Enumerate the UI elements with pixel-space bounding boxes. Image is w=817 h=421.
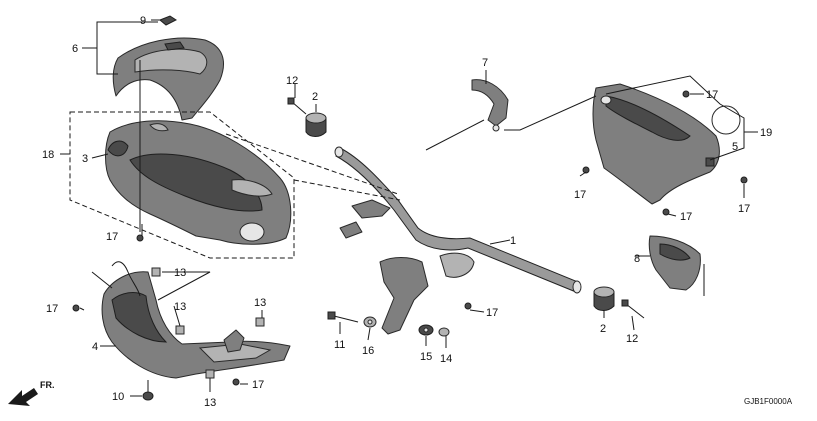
screw-17-f xyxy=(464,302,472,310)
collar-16 xyxy=(363,316,377,328)
bolt-lower xyxy=(621,299,645,319)
rubber-damper-upper xyxy=(305,112,327,137)
callout-17-bottom: 17 xyxy=(252,379,264,391)
callout-11: 11 xyxy=(334,339,345,351)
assembly-boundary-18 xyxy=(69,111,295,259)
clip-nut-2 xyxy=(175,325,185,335)
callout-12-lower: 12 xyxy=(626,333,638,345)
callout-12-upper: 12 xyxy=(286,75,298,87)
callout-15: 15 xyxy=(420,351,432,363)
callout-17-front-cover: 17 xyxy=(106,231,118,243)
handlebar-pipe xyxy=(334,146,582,335)
callout-3: 3 xyxy=(82,153,88,165)
upper-handlebar-cover xyxy=(112,37,224,121)
rubber-damper-lower xyxy=(593,286,615,311)
clip-nut-3 xyxy=(255,317,265,327)
callout-13-middle: 13 xyxy=(174,301,186,313)
bolt-11 xyxy=(327,311,359,323)
callout-5: 5 xyxy=(732,141,738,153)
callout-17-lower-left: 17 xyxy=(46,303,58,315)
callout-6: 6 xyxy=(72,43,78,55)
callout-19: 19 xyxy=(760,127,772,139)
switch-housing xyxy=(648,235,701,291)
callout-2-upper: 2 xyxy=(312,91,318,103)
screw-17-b xyxy=(582,166,590,174)
callout-4: 4 xyxy=(92,341,98,353)
callout-2-lower: 2 xyxy=(600,323,606,335)
screw-17-a xyxy=(682,90,690,98)
callout-17-rear-cover-bottom: 17 xyxy=(680,211,692,223)
screw-17-c xyxy=(662,208,670,216)
callout-10: 10 xyxy=(112,391,124,403)
screw-17-d xyxy=(740,176,748,184)
callout-13-top: 13 xyxy=(174,267,186,279)
bolt-10 xyxy=(142,380,154,401)
lower-cover-cable xyxy=(111,261,141,297)
clip-nut-1 xyxy=(151,267,161,277)
callout-17-rear-cover-left: 17 xyxy=(574,189,586,201)
callout-13-bottom: 13 xyxy=(204,397,216,409)
callout-1: 1 xyxy=(510,235,516,247)
callout-7: 7 xyxy=(482,57,488,69)
callout-8: 8 xyxy=(634,253,640,265)
bracket xyxy=(471,79,509,132)
callout-17-pipe: 17 xyxy=(486,307,498,319)
callout-9: 9 xyxy=(140,15,146,27)
callout-17-top-right: 17 xyxy=(706,89,718,101)
emblem-disc xyxy=(711,105,741,135)
rear-handlebar-cover xyxy=(592,83,720,205)
lower-cover xyxy=(101,271,291,379)
clip-nut-4 xyxy=(205,369,215,379)
callout-14: 14 xyxy=(440,353,452,365)
front-direction-arrow-icon xyxy=(8,388,38,406)
callout-18: 18 xyxy=(42,149,54,161)
callout-17-rear-cover-right: 17 xyxy=(738,203,750,215)
washer-15 xyxy=(418,324,434,336)
emblem xyxy=(159,15,177,26)
callout-16: 16 xyxy=(362,345,374,357)
drawing-code: GJB1F0000A xyxy=(744,397,793,406)
callout-13-right: 13 xyxy=(254,297,266,309)
screw-17-g xyxy=(72,304,80,312)
leader-lines xyxy=(60,19,758,397)
grommet xyxy=(107,140,129,157)
screw-17-e xyxy=(136,234,144,242)
screw-17-h xyxy=(232,378,240,386)
front-label: FR. xyxy=(40,380,55,390)
front-cover-assembly xyxy=(105,120,292,245)
nut-14 xyxy=(438,327,450,337)
bolt-upper xyxy=(287,97,307,115)
